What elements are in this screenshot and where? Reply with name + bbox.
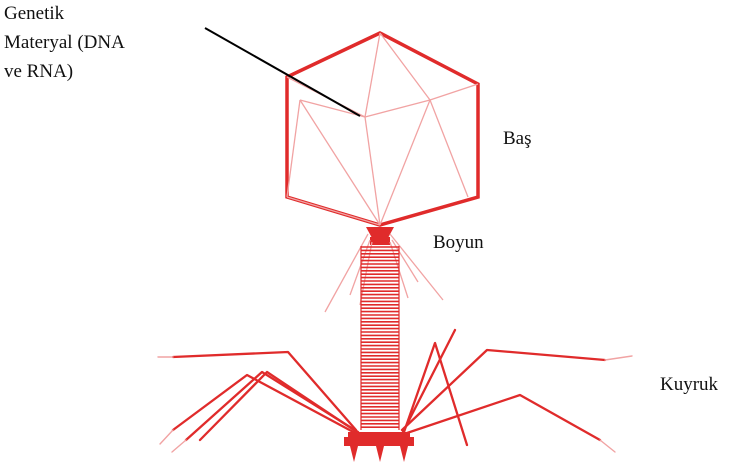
sheath-stripes (361, 247, 399, 427)
phage-tail-sheath (361, 246, 399, 430)
label-neck: Boyun (433, 232, 484, 253)
spike-3 (400, 446, 408, 462)
tail-fiber-left-2 (186, 372, 358, 440)
phage-head (287, 33, 478, 225)
spike-2 (376, 446, 384, 462)
genetic-material-pointer (205, 28, 360, 116)
collar (366, 227, 394, 238)
base-plate (344, 432, 414, 462)
tail-fiber-left-3 (173, 375, 357, 434)
head-outline (287, 33, 478, 225)
label-genetic-material-line2: Materyal (DNA (4, 32, 125, 53)
neck-block (370, 237, 390, 245)
base-plate-body (344, 437, 414, 446)
spike-1 (350, 446, 358, 462)
phage-neck (325, 227, 443, 312)
label-head: Baş (503, 128, 532, 149)
whiskers (325, 234, 443, 312)
label-tail: Kuyruk (660, 374, 719, 395)
label-genetic-material-line1: Genetik (4, 3, 65, 24)
tail-fiber-right-1 (402, 350, 605, 430)
label-genetic-material-line3: ve RNA) (4, 61, 73, 82)
